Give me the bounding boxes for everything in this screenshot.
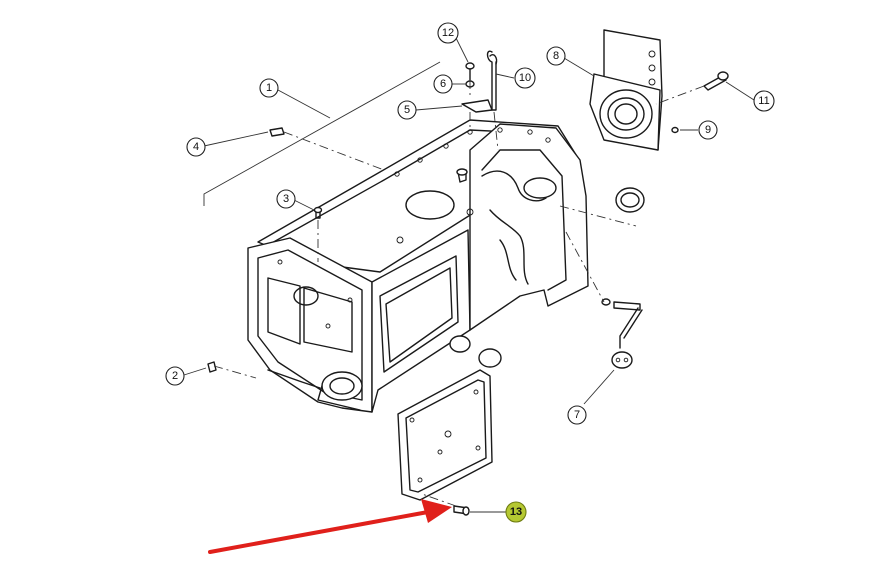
callout-13-highlighted: 13 xyxy=(505,501,527,523)
svg-text:6: 6 xyxy=(440,78,446,90)
svg-text:8: 8 xyxy=(553,50,559,62)
svg-text:5: 5 xyxy=(404,104,410,116)
svg-text:11: 11 xyxy=(758,95,769,107)
bolt-part-13 xyxy=(453,505,470,516)
bottom-cover-plate xyxy=(397,369,493,501)
svg-text:12: 12 xyxy=(442,27,454,39)
svg-text:13: 13 xyxy=(510,506,522,518)
svg-text:2: 2 xyxy=(172,370,178,382)
transmission-housing xyxy=(247,119,645,413)
callout-8: 8 xyxy=(546,46,566,66)
callout-10: 10 xyxy=(514,67,536,89)
callout-9: 9 xyxy=(698,120,718,140)
callout-11: 11 xyxy=(753,90,775,112)
svg-text:1: 1 xyxy=(266,82,272,94)
dipstick-part-10 xyxy=(486,50,498,111)
o-ring-part-9 xyxy=(671,126,679,134)
leader-lines xyxy=(183,37,755,513)
svg-text:4: 4 xyxy=(193,141,199,153)
callout-4: 4 xyxy=(186,137,206,157)
callout-6: 6 xyxy=(433,74,453,94)
callout-1: 1 xyxy=(259,78,279,98)
bolt-part-12 xyxy=(465,62,475,81)
red-pointer-arrow xyxy=(208,499,452,554)
svg-text:9: 9 xyxy=(705,124,711,136)
plug-part-2 xyxy=(207,361,217,373)
callout-2: 2 xyxy=(165,366,185,386)
bearing-housing xyxy=(589,29,663,151)
svg-text:3: 3 xyxy=(283,193,289,205)
alignment-lines xyxy=(213,80,705,507)
group-bracket xyxy=(203,61,441,206)
callout-12: 12 xyxy=(437,22,459,44)
bracket-part-5 xyxy=(461,99,493,113)
callout-3: 3 xyxy=(276,189,296,209)
sensor-part-7 xyxy=(601,298,643,369)
svg-text:7: 7 xyxy=(574,409,580,421)
bolt-part-11 xyxy=(703,71,729,91)
callout-5: 5 xyxy=(397,100,417,120)
svg-text:10: 10 xyxy=(519,72,531,84)
plug-part-3 xyxy=(313,206,323,219)
pin-part-4 xyxy=(269,127,285,137)
breather-plug xyxy=(456,168,468,183)
callout-7: 7 xyxy=(567,405,587,425)
